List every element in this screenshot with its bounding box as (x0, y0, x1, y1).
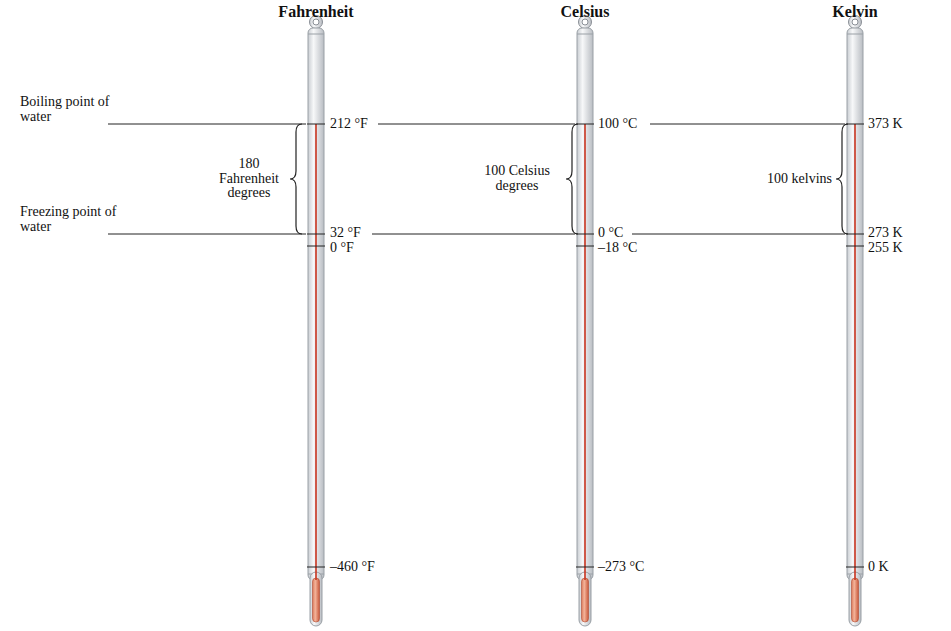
temperature-value: 212 °F (330, 117, 368, 132)
ring-hole (852, 19, 858, 25)
scale-tick (846, 246, 864, 247)
scale-tick (846, 567, 864, 568)
interval-label: 100 Celsius degrees (472, 164, 562, 193)
scale-tick (846, 234, 864, 235)
scale-tick (576, 234, 594, 235)
temperature-value: 0 K (868, 560, 889, 575)
scale-tick (307, 567, 325, 568)
mercury-column (315, 124, 317, 580)
bulb-glass (849, 572, 861, 626)
scale-tick (846, 124, 864, 125)
thermometer-tube (308, 28, 324, 580)
mercury-column (584, 124, 586, 580)
ring-hole (582, 19, 588, 25)
scale-tick (576, 246, 594, 247)
temperature-value: 0 °F (330, 241, 354, 256)
tube-collar (577, 34, 593, 35)
scale-tick (307, 124, 325, 125)
temperature-value: 255 K (868, 241, 903, 256)
scale-tick (307, 246, 325, 247)
thermometer-tube (847, 28, 863, 580)
reference-lines (108, 124, 845, 234)
bulb-glass (579, 572, 591, 626)
scale-heading: Celsius (561, 4, 610, 21)
tube-collar (308, 34, 324, 35)
scale-heading: Kelvin (832, 4, 877, 21)
mercury-bulb (313, 578, 320, 622)
mercury-column (854, 124, 856, 580)
ring-hole (313, 19, 319, 25)
mercury-bulb (852, 578, 859, 622)
temperature-value: –273 °C (598, 560, 644, 575)
temperature-value: 0 °C (598, 226, 623, 241)
reference-label: Boiling point of water (20, 95, 112, 124)
braces (290, 124, 848, 234)
temperature-value: 373 K (868, 117, 903, 132)
bulb-glass (310, 572, 322, 626)
scale-tick (307, 234, 325, 235)
tube-collar (847, 34, 863, 35)
temperature-value: –460 °F (330, 560, 375, 575)
scale-tick (576, 567, 594, 568)
reference-label: Freezing point of water (20, 205, 120, 234)
scale-heading: Fahrenheit (278, 4, 353, 21)
temperature-value: 100 °C (598, 117, 637, 132)
interval-label: 100 kelvins (767, 172, 832, 187)
temperature-value: 273 K (868, 226, 903, 241)
mercury-bulb (582, 578, 589, 622)
scale-tick (576, 124, 594, 125)
temperature-value: –18 °C (598, 241, 637, 256)
interval-label: 180 Fahrenheit degrees (212, 157, 286, 201)
temperature-value: 32 °F (330, 226, 361, 241)
thermometer-tube (577, 28, 593, 580)
